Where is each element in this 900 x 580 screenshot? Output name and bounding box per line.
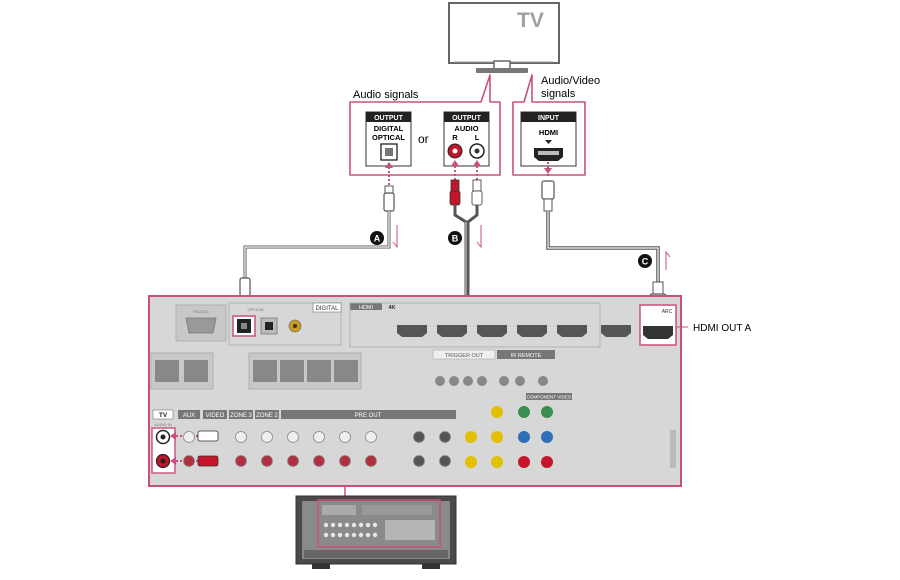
tv-audio-in-jacks (151, 427, 219, 474)
hdmi-input-callout: INPUT HDMI (512, 74, 586, 176)
av-signals-line2: signals (541, 88, 576, 100)
network-ports (150, 352, 362, 390)
digital-optical-output: OUTPUT DIGITAL OPTICAL (365, 111, 412, 167)
hdmi-input-header: INPUT (538, 115, 560, 122)
cable-marker-b: B (448, 231, 462, 245)
receiver-thumbnail (295, 495, 457, 569)
digital-tag: DIGITAL (316, 306, 340, 312)
svg-text:TRIGGER OUT: TRIGGER OUT (445, 353, 484, 359)
svg-text:C: C (642, 257, 649, 267)
svg-text:ARC: ARC (662, 309, 673, 315)
analog-output-line1: AUDIO (454, 124, 478, 133)
tv-label: TV (517, 9, 544, 32)
receiver-back-panel: RS232C DIGITAL OPTICAL HDMI 4K (148, 295, 682, 487)
svg-text:HDMI: HDMI (359, 305, 374, 311)
hdmi-input-ports (397, 325, 631, 337)
audio-jack-rows (183, 431, 451, 467)
cable-marker-c: C (638, 254, 652, 268)
audio-section-labels: TV AUX VIDEO ZONE 3 ZONE 2 PRE OUT AUDIO… (152, 409, 456, 427)
svg-text:RS232C: RS232C (193, 309, 208, 314)
hdmi-out-a-port: ARC (639, 304, 677, 346)
hdmi-input-block: HDMI 4K (349, 302, 601, 348)
digital-output-line2: OPTICAL (372, 133, 405, 142)
trigger-ir-block: TRIGGER OUT IR REMOTE (432, 349, 555, 386)
analog-output-r: R (452, 133, 458, 142)
svg-text:ZONE 3: ZONE 3 (230, 413, 252, 419)
analog-audio-output: OUTPUT AUDIO R L (443, 111, 490, 167)
digital-output-header: OUTPUT (374, 115, 404, 122)
svg-text:COMPONENT VIDEO: COMPONENT VIDEO (527, 395, 572, 400)
tv-stand-neck (493, 60, 511, 70)
hdmi-input-line1: HDMI (539, 128, 558, 137)
analog-output-l: L (475, 133, 480, 142)
tv: TV (448, 2, 560, 73)
svg-text:4K: 4K (388, 305, 395, 311)
or-label: or (418, 132, 429, 146)
cable-marker-a: A (370, 231, 384, 245)
component-video-block: COMPONENT VIDEO (465, 393, 572, 468)
svg-text:AUDIO IN: AUDIO IN (154, 422, 172, 427)
av-signals-line1: Audio/Video (541, 75, 600, 87)
svg-text:OPTICAL: OPTICAL (247, 307, 265, 312)
hdmi-out-a-label: HDMI OUT A (693, 323, 751, 334)
svg-text:PRE OUT: PRE OUT (355, 413, 382, 419)
rs232c-port: RS232C (175, 304, 227, 342)
svg-text:ZONE 2: ZONE 2 (256, 413, 278, 419)
svg-text:VIDEO: VIDEO (206, 413, 225, 419)
svg-text:A: A (374, 234, 381, 244)
digital-output-line1: DIGITAL (374, 124, 404, 133)
tv-input-tag: TV (159, 412, 168, 419)
digital-input-block: DIGITAL OPTICAL (228, 302, 342, 346)
svg-text:B: B (452, 234, 459, 244)
tv-stand-base (476, 68, 528, 73)
audio-signals-label: Audio signals (353, 89, 419, 101)
tv-screen (448, 2, 560, 64)
svg-text:IR REMOTE: IR REMOTE (511, 353, 542, 359)
analog-output-header: OUTPUT (452, 115, 482, 122)
svg-text:AUX: AUX (183, 413, 195, 419)
